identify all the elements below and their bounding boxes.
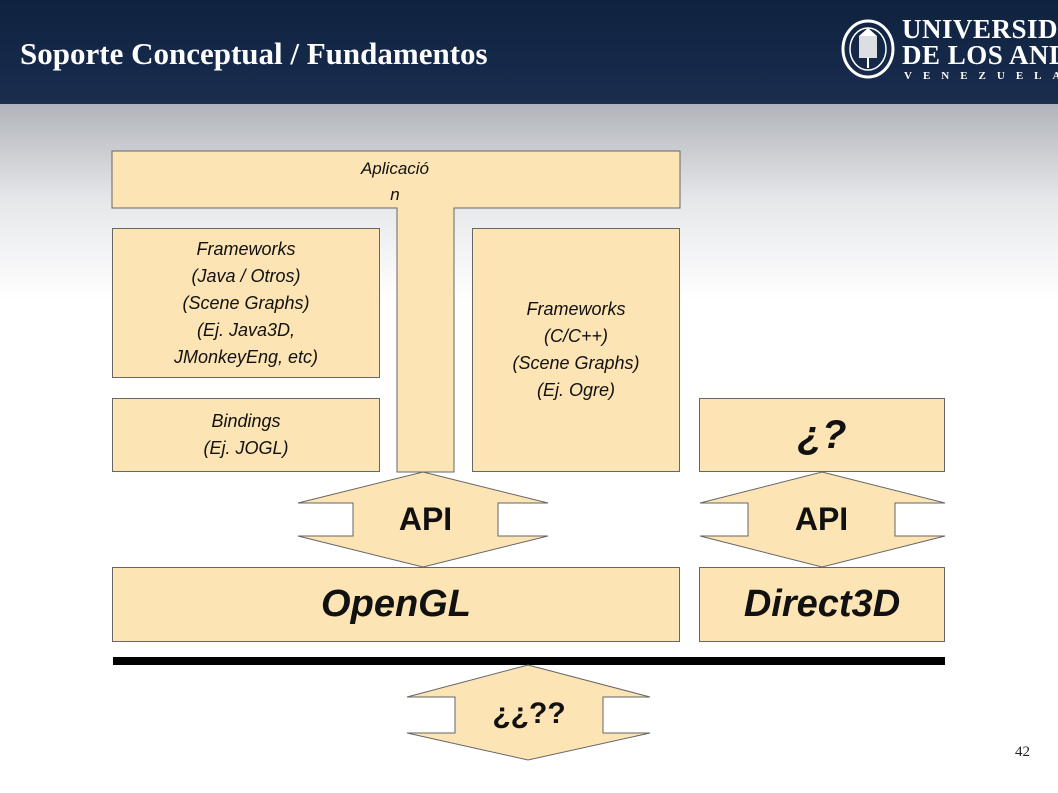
frameworks-c-label: Frameworks (C/C++) (Scene Graphs) (Ej. O…	[512, 299, 640, 400]
unknown-top-label: ¿?	[797, 412, 847, 457]
unknown-top-box: ¿?	[699, 398, 945, 472]
bindings-label: Bindings (Ej. JOGL)	[203, 411, 289, 458]
slide-header: Soporte Conceptual / Fundamentos UNIVERS…	[0, 0, 1058, 104]
direct3d-label: Direct3D	[743, 583, 901, 625]
university-logo: UNIVERSIDAD DE LOS ANDES VENEZUELA	[840, 14, 1058, 94]
direct3d-box: Direct3D	[699, 567, 945, 642]
slide-number: 42	[1015, 744, 1030, 760]
unknown-bottom-arrow	[406, 664, 651, 761]
logo-text-line2: DE LOS ANDES	[902, 40, 1058, 70]
slide-title: Soporte Conceptual / Fundamentos	[20, 36, 488, 71]
frameworks-java-label: Frameworks (Java / Otros) (Scene Graphs)…	[173, 238, 319, 367]
opengl-box: OpenGL	[112, 567, 680, 642]
logo-text-line1: UNIVERSIDAD	[902, 14, 1058, 44]
frameworks-c-box: Frameworks (C/C++) (Scene Graphs) (Ej. O…	[472, 228, 680, 472]
logo-text-line3: VENEZUELA	[904, 70, 1058, 82]
hardware-divider-line	[113, 657, 945, 665]
api-left-label: API	[398, 501, 453, 537]
api-right-label: API	[794, 501, 849, 537]
bindings-box: Bindings (Ej. JOGL)	[112, 398, 380, 472]
university-seal-icon	[841, 19, 895, 79]
aplicacion-label: Aplicació n	[360, 159, 430, 204]
frameworks-java-box: Frameworks (Java / Otros) (Scene Graphs)…	[112, 228, 380, 378]
aplicacion-t-shape	[111, 150, 681, 473]
opengl-label: OpenGL	[321, 583, 471, 625]
unknown-bottom-label: ¿¿??	[492, 697, 566, 730]
